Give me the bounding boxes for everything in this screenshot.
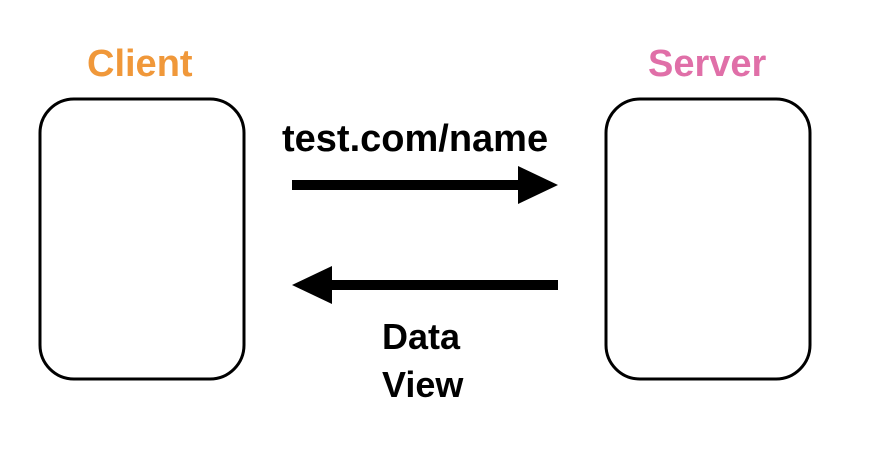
request-arrow (292, 166, 558, 204)
request-label: test.com/name (282, 118, 549, 160)
response-arrow (292, 266, 558, 304)
client-title: Client (87, 43, 193, 85)
response-arrow-head (292, 266, 332, 304)
response-label: Data View (382, 316, 464, 405)
client-box (38, 97, 246, 381)
server-box (604, 97, 812, 381)
response-arrow-shaft (326, 280, 558, 290)
server-title: Server (648, 43, 767, 85)
request-arrow-shaft (292, 180, 524, 190)
request-arrow-head (518, 166, 558, 204)
